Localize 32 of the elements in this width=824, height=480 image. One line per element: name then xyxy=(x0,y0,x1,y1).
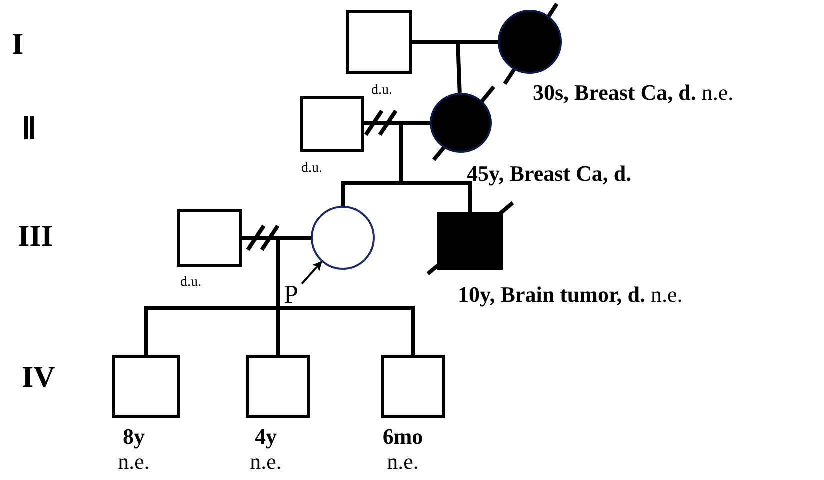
connector-line xyxy=(144,306,278,355)
generation-label: IV xyxy=(22,363,56,393)
connector-line xyxy=(456,42,462,94)
connector-line xyxy=(278,236,311,240)
connector-line xyxy=(278,306,415,355)
annotation-text: 45y, Breast Ca, d. xyxy=(467,163,632,185)
connector-line xyxy=(276,238,280,308)
annotation-text: 10y, Brain tumor, d. n.e. xyxy=(458,284,683,306)
generation-label: I xyxy=(12,30,24,60)
connector-line xyxy=(458,40,498,44)
connector-line xyxy=(276,308,280,355)
connector-line xyxy=(364,121,402,126)
connector-line xyxy=(412,40,458,44)
connector-line xyxy=(399,123,403,183)
annotation-text: d.u. xyxy=(180,276,202,290)
connector-line xyxy=(341,181,401,206)
generation-label: III xyxy=(18,222,54,252)
generation-label: Ⅱ xyxy=(22,115,37,145)
annotation-text: n.e. xyxy=(250,451,282,473)
annotation-text: d.u. xyxy=(302,162,322,176)
annotation-text: n.e. xyxy=(387,451,419,473)
pointer-arrow xyxy=(301,261,322,285)
annotation-text: n.e. xyxy=(118,451,150,473)
annotation-text: 8y xyxy=(123,426,145,448)
annotation-text: d.u. xyxy=(372,84,392,98)
connector-line xyxy=(401,121,430,125)
connector-line xyxy=(401,181,472,212)
annotation-text: 6mo xyxy=(382,426,424,448)
annotation-text: 30s, Breast Ca, d. n.e. xyxy=(533,82,734,104)
proband-label: P xyxy=(284,282,298,308)
connector-line xyxy=(242,236,278,240)
annotation-text: 4y xyxy=(255,426,277,448)
